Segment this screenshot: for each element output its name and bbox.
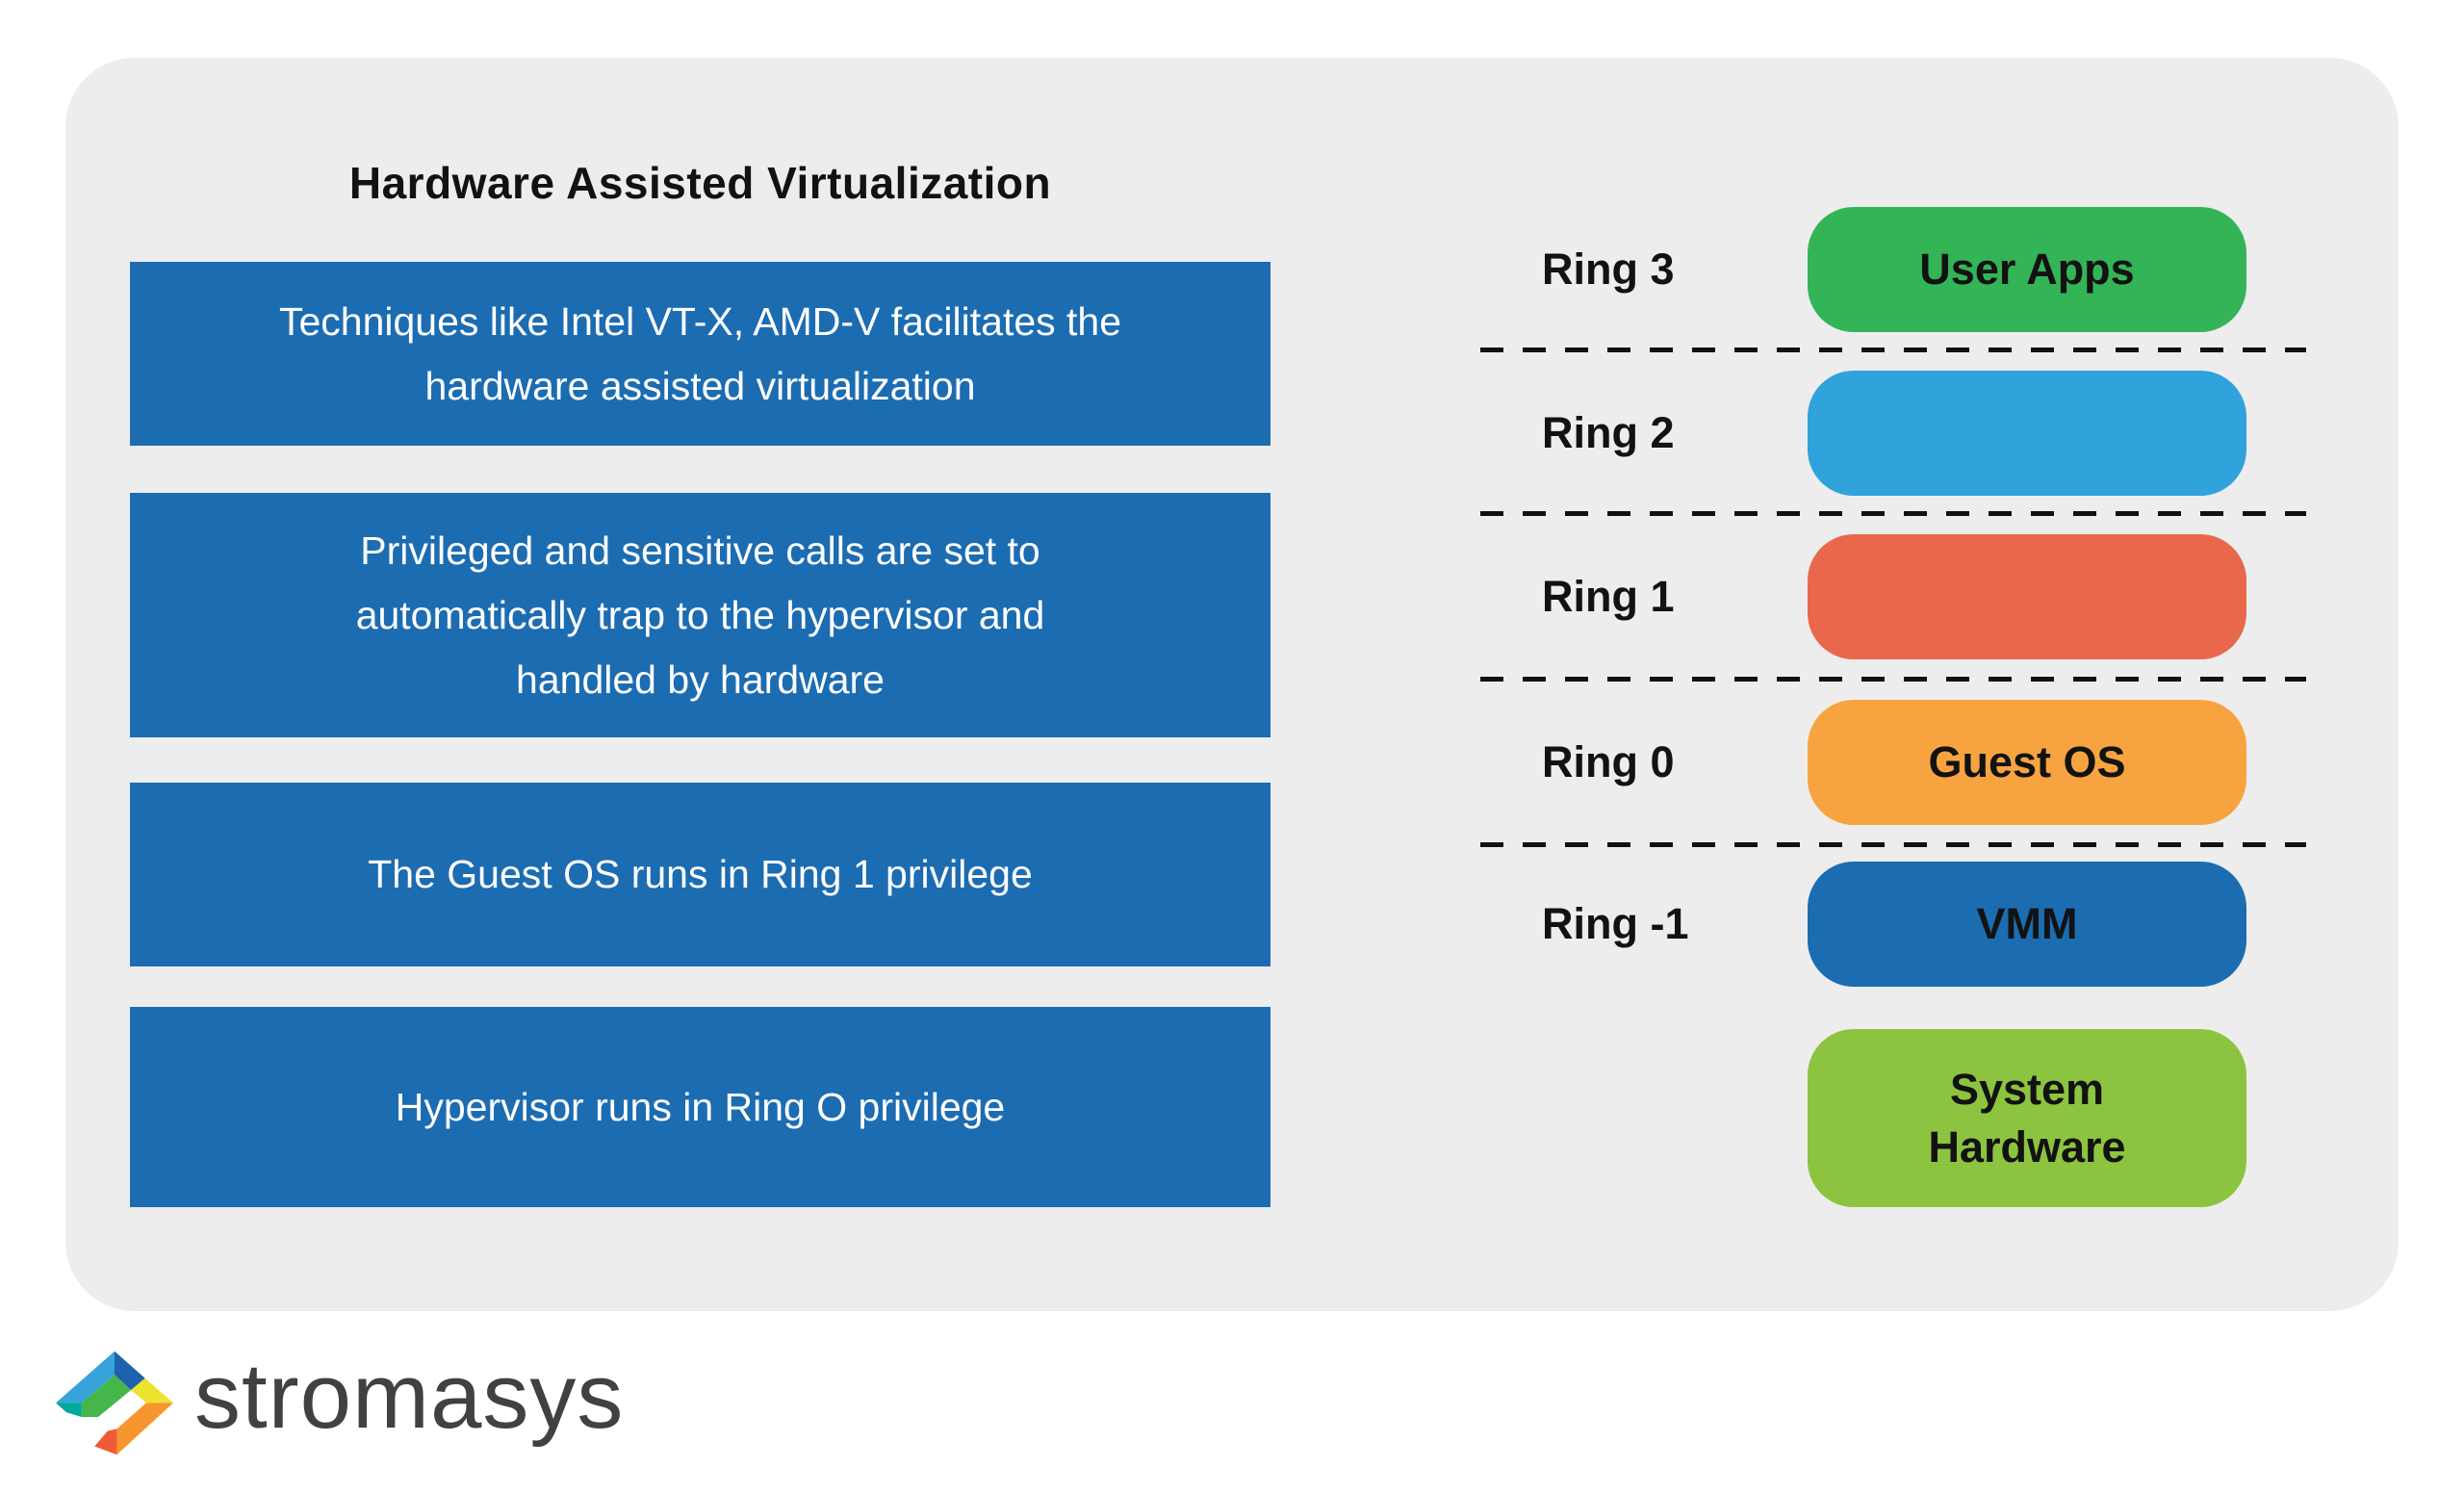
ring-2-label: Ring 2 — [1542, 408, 1675, 457]
info-box-privileged-calls: Privileged and sensitive calls are set t… — [130, 493, 1270, 737]
ring-3-pill-text: User Apps — [1919, 245, 2135, 294]
system-hardware-pill: System Hardware — [1808, 1029, 2246, 1207]
stromasys-wordmark: stromasys — [194, 1345, 625, 1448]
logo-segment-red — [94, 1429, 117, 1455]
system-hardware-pill-text: System Hardware — [1928, 1064, 2126, 1172]
logo-segment-yellow — [131, 1378, 173, 1404]
stromasys-logo-icon — [56, 1351, 173, 1455]
ring-divider — [1480, 842, 2306, 847]
logo-segment-orange — [116, 1403, 173, 1455]
ring-2-pill — [1808, 371, 2246, 496]
ring-1-label: Ring 1 — [1542, 572, 1675, 621]
info-box-text: Techniques like Intel VT-X, AMD-V facili… — [278, 298, 1122, 408]
stromasys-logo: stromasys — [56, 1336, 624, 1471]
ring-0-pill-text: Guest OS — [1928, 737, 2126, 786]
ring-divider — [1480, 511, 2306, 516]
logo-segment-green — [81, 1375, 132, 1418]
info-box-text: The Guest OS runs in Ring 1 privilege — [368, 852, 1033, 896]
ring-3-pill: User Apps — [1808, 207, 2246, 332]
info-box-guest-os: The Guest OS runs in Ring 1 privilege — [130, 783, 1270, 966]
info-box-text: Privileged and sensitive calls are set t… — [355, 528, 1045, 702]
ring-minus-1-label: Ring -1 — [1542, 899, 1689, 948]
ring-divider — [1480, 677, 2306, 682]
logo-segment-dark-blue — [115, 1351, 145, 1390]
logo-segment-teal — [56, 1403, 82, 1418]
info-box-hypervisor: Hypervisor runs in Ring O privilege — [130, 1007, 1270, 1207]
ring-0-label: Ring 0 — [1542, 737, 1675, 786]
ring-minus-1-pill-text: VMM — [1976, 899, 2078, 948]
info-box-techniques: Techniques like Intel VT-X, AMD-V facili… — [130, 262, 1270, 446]
ring-3-label: Ring 3 — [1542, 245, 1675, 294]
ring-divider — [1480, 348, 2306, 352]
ring-1-pill — [1808, 534, 2246, 659]
page-title: Hardware Assisted Virtualization — [348, 158, 1052, 208]
ring-0-pill: Guest OS — [1808, 700, 2246, 825]
info-box-text: Hypervisor runs in Ring O privilege — [395, 1084, 1006, 1129]
ring-minus-1-pill: VMM — [1808, 862, 2246, 987]
